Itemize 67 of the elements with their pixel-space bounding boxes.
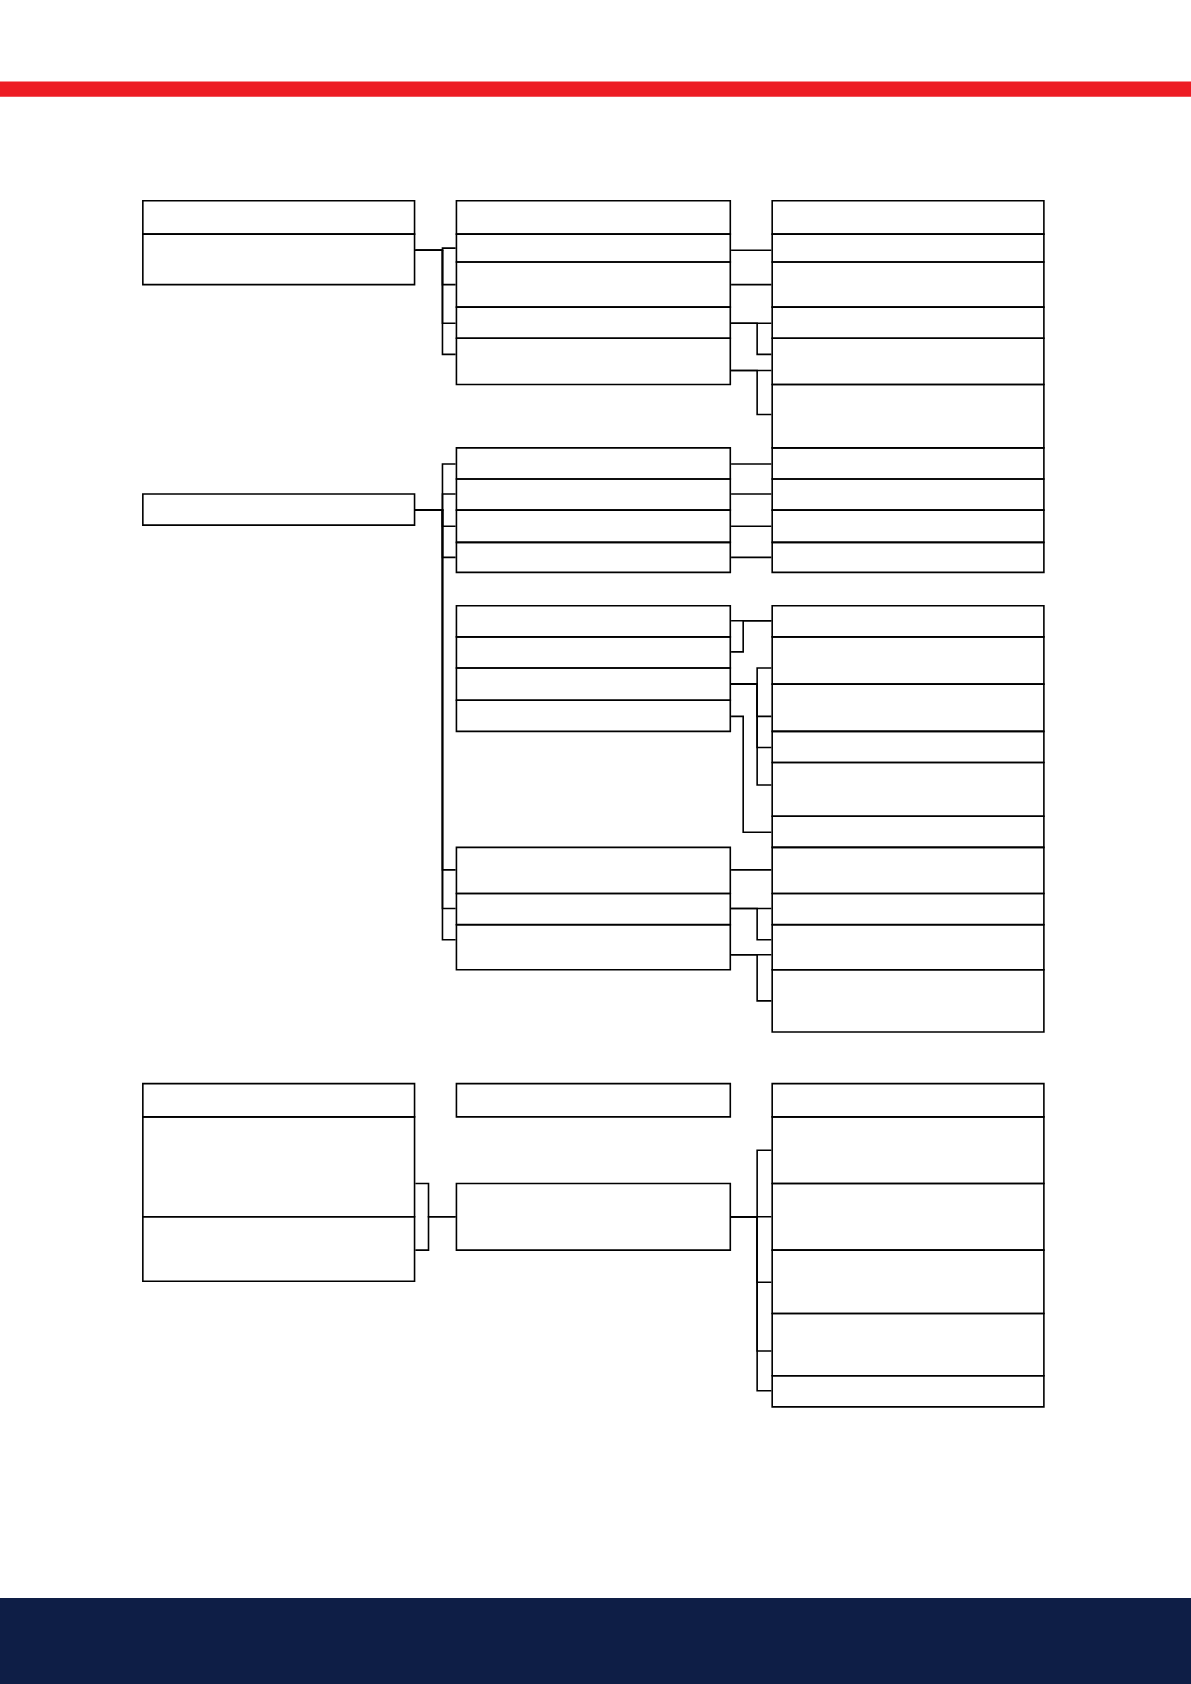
empty-box [455, 337, 732, 386]
empty-box [771, 761, 1045, 817]
empty-box [771, 683, 1045, 733]
empty-box [771, 604, 1045, 638]
empty-box [771, 541, 1045, 574]
connector-line [730, 249, 773, 252]
empty-box [771, 233, 1045, 263]
empty-box [455, 1082, 732, 1118]
empty-box [455, 636, 732, 669]
empty-box [455, 1182, 732, 1251]
connector-line [730, 283, 773, 286]
empty-box [455, 306, 732, 340]
empty-box [142, 493, 416, 526]
empty-box [455, 667, 732, 701]
empty-box [771, 636, 1045, 685]
empty-box [771, 730, 1045, 764]
empty-box [771, 383, 1045, 449]
empty-box [771, 892, 1045, 926]
empty-box [771, 846, 1045, 895]
empty-box [771, 200, 1045, 235]
connector-line [730, 463, 773, 465]
empty-box [455, 261, 732, 308]
empty-box [771, 1249, 1045, 1315]
empty-box [142, 1082, 416, 1118]
empty-box [455, 541, 732, 574]
empty-box [455, 447, 732, 480]
empty-box [455, 923, 732, 971]
empty-box [771, 306, 1045, 340]
empty-box [455, 233, 732, 263]
empty-box [771, 1082, 1045, 1118]
empty-box [771, 815, 1045, 849]
connector-line [730, 493, 773, 495]
empty-box [142, 1216, 416, 1282]
connector-line [730, 525, 773, 528]
connector-line [730, 322, 773, 356]
empty-box [142, 200, 416, 235]
connector-line [414, 1216, 457, 1251]
connector-line [730, 869, 773, 871]
empty-box [771, 261, 1045, 308]
connector-line [730, 683, 773, 786]
connector-line [730, 556, 773, 559]
empty-box [455, 200, 732, 235]
empty-box [771, 1312, 1045, 1377]
empty-box [771, 969, 1045, 1033]
empty-box [455, 892, 732, 926]
empty-box [771, 478, 1045, 511]
empty-box [455, 478, 732, 511]
connector-line [414, 249, 457, 356]
connector-line [730, 953, 773, 1002]
empty-box [771, 447, 1045, 480]
empty-box [771, 509, 1045, 544]
connector-line [730, 1216, 773, 1392]
empty-box [771, 923, 1045, 971]
empty-box [771, 1374, 1045, 1408]
connector-line [730, 907, 773, 941]
empty-box [142, 233, 416, 286]
empty-box [455, 699, 732, 733]
empty-box [455, 604, 732, 638]
empty-box [455, 509, 732, 544]
empty-box [771, 1116, 1045, 1185]
empty-box [142, 1116, 416, 1218]
connector-line [730, 715, 773, 834]
connector-line [730, 369, 773, 416]
empty-box [771, 1182, 1045, 1251]
empty-box [455, 846, 732, 895]
empty-box [771, 337, 1045, 386]
connector-line [730, 619, 773, 653]
